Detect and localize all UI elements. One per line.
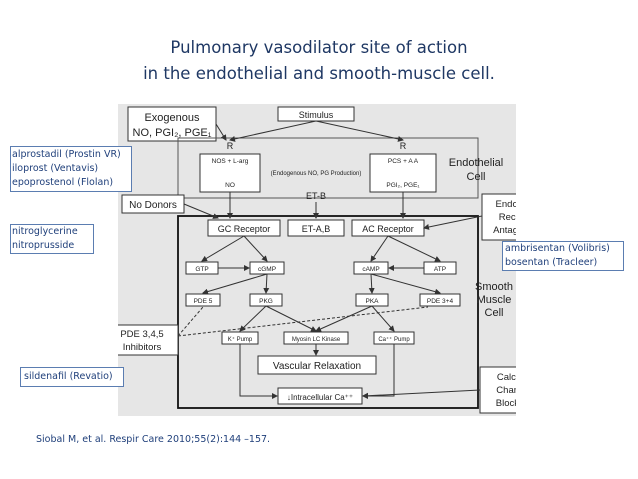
ccb-label-1: Calcium: [497, 372, 516, 383]
era-drug-2: bosentan (Tracleer): [505, 257, 598, 268]
pkg-label: PKG: [259, 298, 273, 305]
title-line-1: Pulmonary vasodilator site of action: [170, 38, 468, 57]
endothelin-label-1: Endothelin: [496, 199, 516, 210]
smooth-muscle-label-3: Cell: [485, 307, 504, 319]
endothelin-label-3: Antagonists: [493, 225, 516, 236]
nitrates-callout: [10, 224, 94, 254]
pka-label: PKA: [365, 298, 379, 305]
pde5-label: PDE 5: [194, 298, 213, 305]
k-pump-label: K⁺ Pump: [228, 336, 253, 343]
gc-receptor-label: GC Receptor: [218, 224, 271, 234]
no-donors-label: No Donors: [129, 200, 177, 211]
atp-label: ATP: [434, 266, 446, 273]
diagram-svg: Stimulus Exogenous NO, PGI₂, PGE₁ Endoth…: [118, 106, 516, 414]
et-ab-label: ET-A,B: [302, 224, 331, 234]
pde-callout: [20, 367, 124, 387]
prostanoid-drug-2: iloprost (Ventavis): [12, 163, 99, 174]
pde-drug-1: sildenafil (Revatio): [24, 371, 113, 382]
stimulus-label: Stimulus: [299, 110, 334, 120]
pde-inhibitors-label-1: PDE 3,4,5: [120, 329, 163, 340]
endothelin-label-2: Receptor: [499, 212, 516, 223]
connector-arrows: [183, 120, 483, 399]
endothelial-cell-label-1: Endothelial: [449, 157, 503, 169]
mechanism-diagram: Stimulus Exogenous NO, PGI₂, PGE₁ Endoth…: [118, 104, 516, 416]
pgi-pge-label: PGI₂, PGE₁: [386, 182, 420, 189]
ccb-label-3: Blockers: [496, 398, 516, 409]
prostanoids-callout: [10, 146, 132, 192]
citation: Siobal M, et al. Respir Care 2010;55(2):…: [36, 434, 271, 445]
intracellular-ca-label: ↓Intracellular Ca⁺⁺: [287, 393, 353, 402]
endogenous-label: (Endogenous NO, PG Production): [271, 171, 362, 177]
vascular-relaxation-label: Vascular Relaxation: [273, 361, 361, 372]
et-ab-box: [287, 219, 345, 237]
pcs-box: [369, 153, 437, 193]
smooth-muscle-label-2: Muscle: [477, 294, 512, 306]
exogenous-agents: NO, PGI₂, PGE₁: [133, 127, 212, 139]
et-b-label: ET-B: [306, 191, 326, 201]
pcs-label: PCS + A A: [388, 158, 419, 165]
cgmp-label: cGMP: [258, 266, 276, 273]
nitrate-drug-2: nitroprusside: [12, 240, 75, 251]
exogenous-label: Exogenous: [144, 112, 200, 124]
endothelin-antagonists-box: [481, 193, 516, 241]
ccb-box: [479, 366, 516, 414]
pde-inhibitors-label-2: Inhibitors: [123, 342, 162, 353]
smooth-muscle-cell-outline: [177, 215, 479, 409]
myosin-label: Myosin LC Kinase: [292, 337, 341, 343]
exogenous-box: [127, 106, 217, 142]
ac-receptor-label: AC Receptor: [362, 224, 414, 234]
nos-box: [199, 153, 261, 193]
prostanoid-drug-1: alprostadil (Prostin VR): [12, 149, 121, 160]
era-drug-1: ambrisentan (Volibris): [505, 243, 610, 254]
endothelial-cell-outline: [177, 137, 479, 199]
title-line-2: in the endothelial and smooth-muscle cel…: [143, 64, 495, 83]
smooth-muscle-label-1: Smooth: [475, 281, 513, 293]
ca-pump-label: Ca⁺⁺ Pump: [378, 336, 410, 343]
ccb-label-2: Channel: [496, 385, 516, 396]
nos-label: NOS + L-arg: [212, 158, 249, 165]
endothelial-cell-label-2: Cell: [467, 171, 486, 183]
pde34-label: PDE 3+4: [427, 298, 454, 305]
receptor-left-label: R: [227, 141, 234, 151]
era-callout: [502, 241, 624, 271]
inhibition-lines: [177, 306, 429, 337]
pde-inhibitors-box: [118, 324, 179, 356]
receptor-right-label: R: [400, 141, 407, 151]
no-label: NO: [225, 182, 235, 189]
nitrate-drug-1: nitroglycerine: [12, 226, 78, 237]
camp-label: cAMP: [362, 266, 379, 273]
vascular-relaxation-box: [257, 355, 377, 375]
prostanoid-drug-3: epoprostenol (Flolan): [12, 177, 114, 188]
gtp-label: GTP: [195, 266, 208, 273]
